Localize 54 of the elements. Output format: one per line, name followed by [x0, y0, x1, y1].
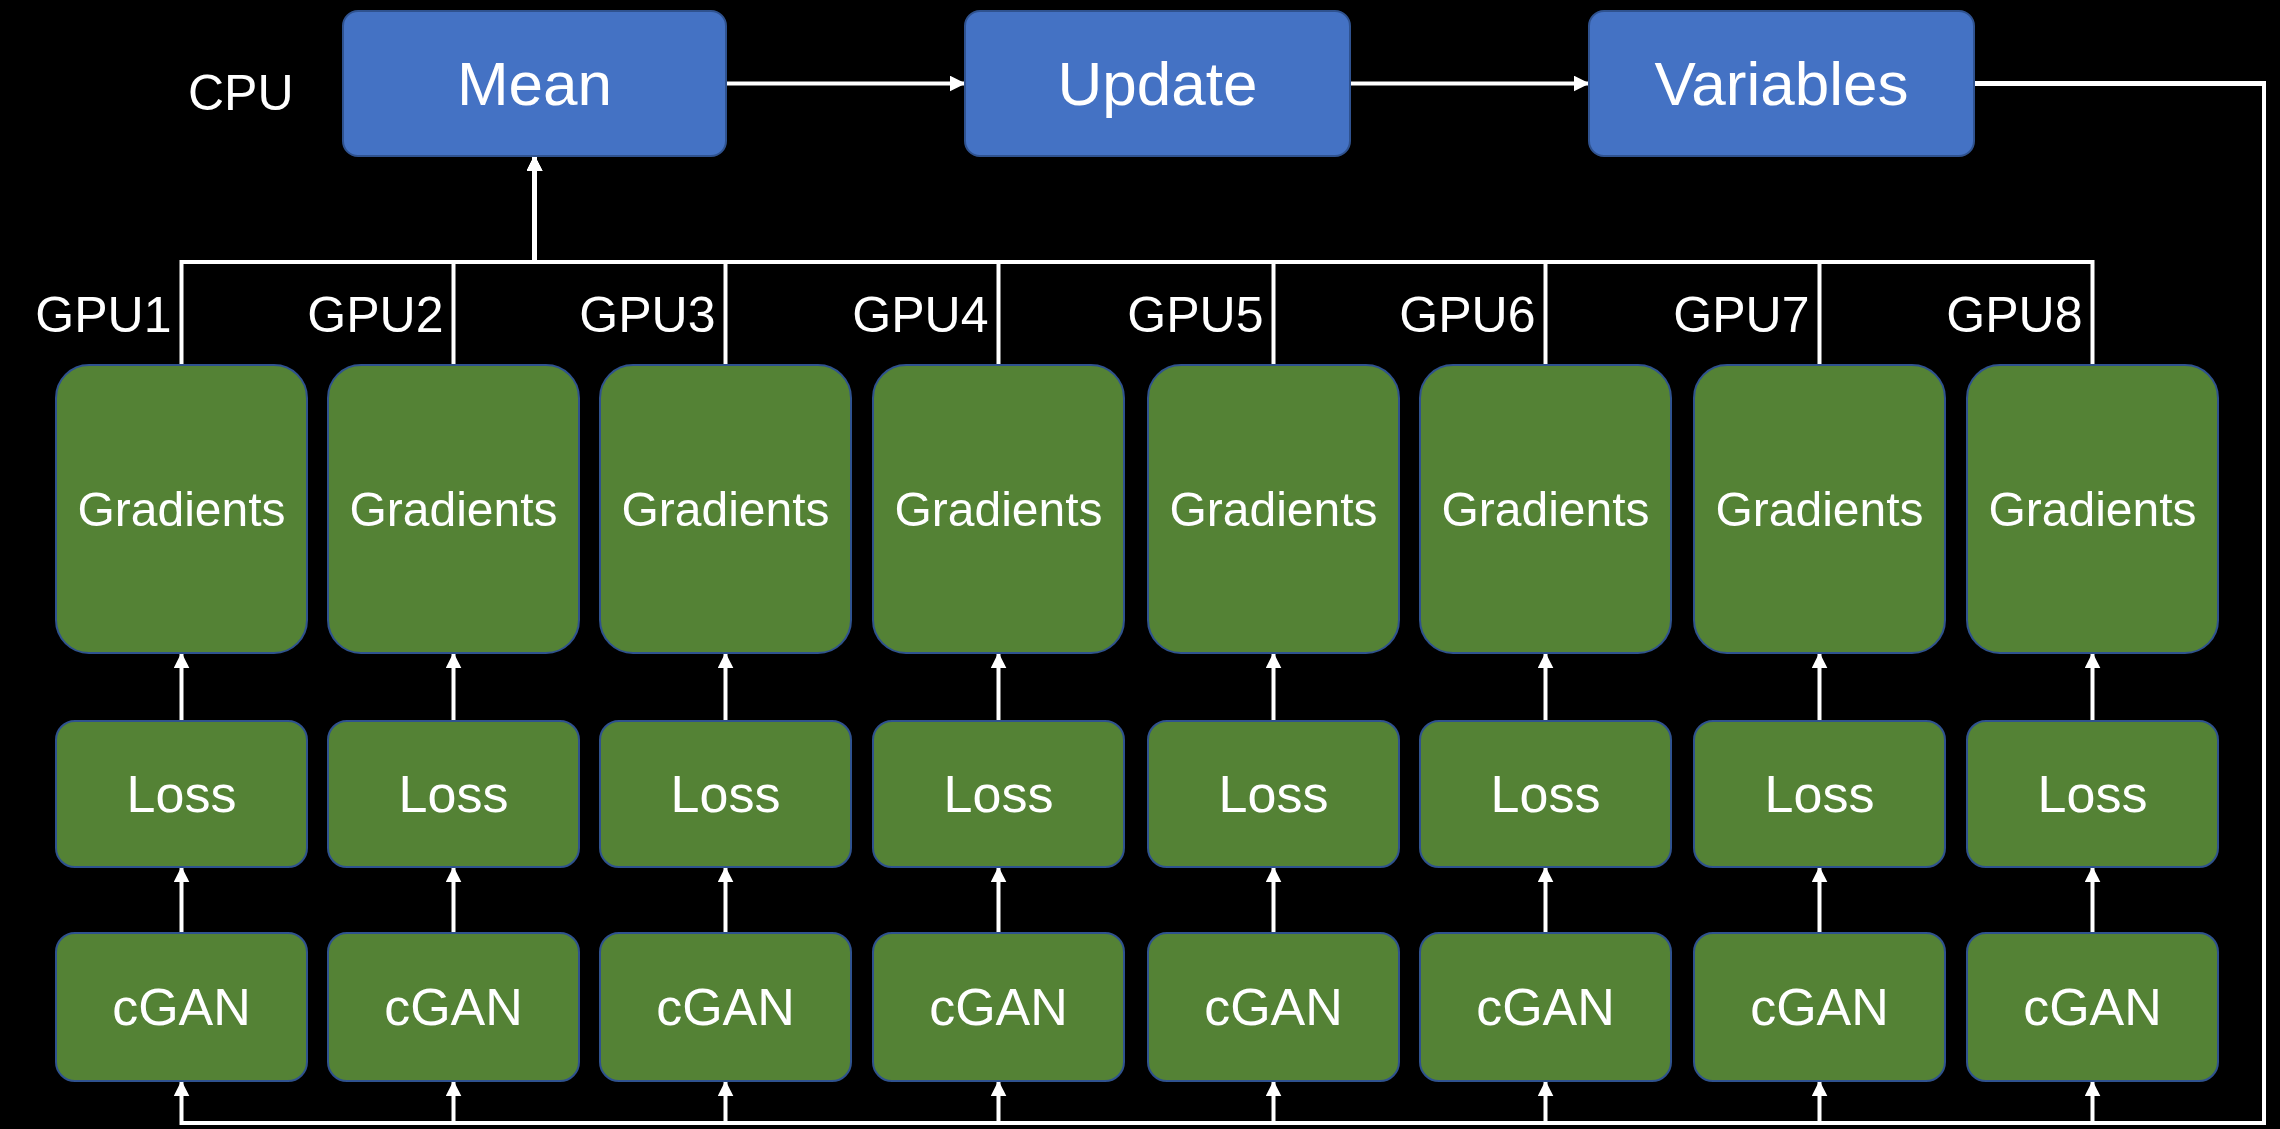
arrow [1811, 652, 1828, 720]
arrow [1537, 652, 1554, 720]
model-box: cGAN [55, 932, 308, 1082]
arrow [990, 866, 1007, 932]
loss-box: Loss [872, 720, 1125, 868]
arrow [717, 866, 734, 932]
gpu-label: GPU1 [35, 290, 172, 340]
model-box: cGAN [327, 932, 580, 1082]
gradients-box: Gradients [327, 364, 580, 654]
gradients-box: Gradients [1147, 364, 1400, 654]
gradients-box: Gradients [55, 364, 308, 654]
model-box: cGAN [1419, 932, 1672, 1082]
arrow [990, 652, 1007, 720]
arrow [717, 652, 734, 720]
loss-box: Loss [55, 720, 308, 868]
model-box: cGAN [599, 932, 852, 1082]
arrow [2084, 652, 2101, 720]
process-box: Variables [1588, 10, 1975, 157]
gpu-label: GPU8 [1946, 290, 2083, 340]
arrow [1351, 75, 1590, 92]
arrow [445, 652, 462, 720]
loss-box: Loss [1147, 720, 1400, 868]
gradients-box: Gradients [599, 364, 852, 654]
arrow [2084, 866, 2101, 932]
arrow [1537, 866, 1554, 932]
arrow [173, 866, 190, 932]
loss-box: Loss [1419, 720, 1672, 868]
loss-box: Loss [599, 720, 852, 868]
gpu-label: GPU6 [1399, 290, 1536, 340]
gradients-box: Gradients [1419, 364, 1672, 654]
gpu-label: GPU4 [852, 290, 989, 340]
gradients-box: Gradients [872, 364, 1125, 654]
gpu-label: GPU7 [1673, 290, 1810, 340]
gradients-box: Gradients [1966, 364, 2219, 654]
loss-box: Loss [1693, 720, 1946, 868]
arrow [445, 866, 462, 932]
arrow [1811, 866, 1828, 932]
process-box: Mean [342, 10, 727, 157]
process-box: Update [964, 10, 1351, 157]
processor-label: CPU [188, 68, 294, 118]
arrow [727, 75, 966, 92]
model-box: cGAN [872, 932, 1125, 1082]
gpu-label: GPU3 [579, 290, 716, 340]
gpu-label: GPU2 [307, 290, 444, 340]
gpu-label: GPU5 [1127, 290, 1264, 340]
loss-box: Loss [1966, 720, 2219, 868]
arrow [173, 652, 190, 720]
arrow [1265, 652, 1282, 720]
arrow [1265, 866, 1282, 932]
model-box: cGAN [1147, 932, 1400, 1082]
model-box: cGAN [1693, 932, 1946, 1082]
model-box: cGAN [1966, 932, 2219, 1082]
gradients-box: Gradients [1693, 364, 1946, 654]
loss-box: Loss [327, 720, 580, 868]
